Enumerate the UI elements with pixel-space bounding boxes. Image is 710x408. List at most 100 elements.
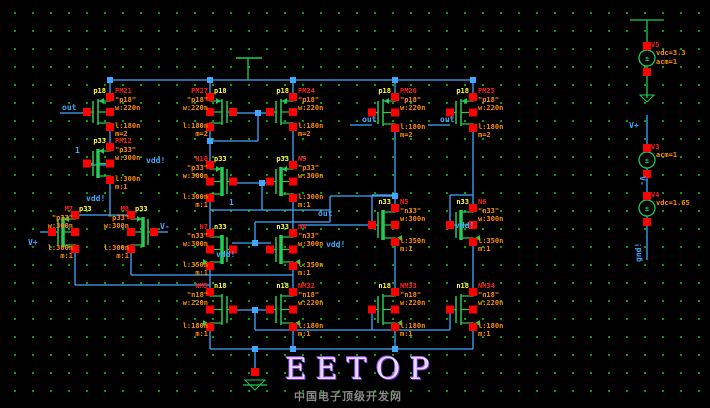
pin-terminal[interactable]: [391, 305, 399, 314]
pin-terminal[interactable]: [266, 108, 274, 116]
pin-terminal[interactable]: [368, 108, 376, 117]
pin-terminal[interactable]: [469, 238, 477, 246]
pin-terminal[interactable]: [206, 194, 214, 202]
pin-terminal[interactable]: [127, 245, 135, 253]
multiplier-param: m:1: [298, 269, 311, 277]
multiplier-param: m:1: [400, 245, 413, 253]
pin-terminal[interactable]: [206, 108, 214, 116]
pin-terminal[interactable]: [446, 108, 454, 117]
pin-terminal[interactable]: [266, 245, 274, 254]
pin-terminal[interactable]: [289, 245, 297, 254]
pin-terminal[interactable]: [251, 368, 259, 376]
pin-terminal[interactable]: [229, 108, 237, 116]
pin-terminal[interactable]: [206, 161, 214, 169]
pin-terminal[interactable]: [643, 68, 651, 76]
pin-terminal[interactable]: [391, 93, 399, 101]
pin-terminal[interactable]: [206, 288, 214, 296]
pin-terminal[interactable]: [446, 305, 454, 314]
pin-terminal[interactable]: [206, 229, 214, 237]
pin-terminal[interactable]: [469, 93, 477, 101]
transistor-arrow-icon: [203, 259, 208, 265]
width-param: w:220n: [298, 104, 323, 112]
pin-terminal[interactable]: [266, 305, 274, 314]
pin-terminal[interactable]: [643, 218, 651, 226]
instance-name: M7: [65, 205, 73, 213]
width-param: w:300n: [298, 172, 323, 180]
pin-terminal[interactable]: [469, 124, 477, 132]
pin-terminal[interactable]: [206, 262, 214, 270]
pin-terminal[interactable]: [229, 305, 237, 314]
pin-terminal[interactable]: [289, 161, 297, 169]
cell-name: n33: [456, 198, 469, 206]
pin-terminal[interactable]: [391, 204, 399, 212]
pin-terminal[interactable]: [643, 42, 651, 50]
pin-terminal[interactable]: [391, 124, 399, 132]
pin-terminal[interactable]: [127, 228, 135, 236]
pin-terminal[interactable]: [127, 211, 135, 219]
pin-terminal[interactable]: [229, 245, 237, 254]
length-param: l:180n: [115, 122, 140, 130]
length-param: l:350n: [183, 261, 208, 269]
pin-terminal[interactable]: [391, 238, 399, 246]
pin-terminal[interactable]: [206, 123, 214, 131]
pin-terminal[interactable]: [469, 204, 477, 212]
pin-terminal[interactable]: [106, 123, 114, 131]
pin-terminal[interactable]: [71, 211, 79, 219]
pin-terminal[interactable]: [368, 305, 376, 314]
pin-terminal[interactable]: [48, 228, 56, 236]
pin-terminal[interactable]: [391, 108, 399, 117]
cell-name: n18: [214, 282, 227, 290]
model-param: "p33": [52, 214, 73, 222]
pin-terminal[interactable]: [289, 323, 297, 331]
pin-terminal[interactable]: [106, 108, 114, 116]
pin-terminal[interactable]: [289, 194, 297, 202]
pin-terminal[interactable]: [206, 93, 214, 101]
pin-terminal[interactable]: [469, 305, 477, 314]
pin-terminal[interactable]: [150, 228, 158, 236]
pin-terminal[interactable]: [206, 245, 214, 254]
pin-terminal[interactable]: [289, 262, 297, 270]
pin-terminal[interactable]: [643, 170, 651, 178]
pin-terminal[interactable]: [469, 323, 477, 331]
pin-terminal[interactable]: [106, 159, 114, 168]
transistor-arrow-icon: [397, 235, 402, 241]
cell-name: n33: [378, 198, 391, 206]
pin-terminal[interactable]: [71, 245, 79, 253]
pin-terminal[interactable]: [206, 323, 214, 331]
pin-terminal[interactable]: [289, 288, 297, 296]
pin-terminal[interactable]: [289, 305, 297, 314]
pin-terminal[interactable]: [83, 159, 91, 168]
cell-name: p18: [456, 87, 469, 95]
pin-terminal[interactable]: [229, 177, 237, 186]
pin-terminal[interactable]: [469, 221, 477, 229]
pin-terminal[interactable]: [368, 221, 376, 229]
pin-terminal[interactable]: [469, 108, 477, 117]
source-param: acm=1: [656, 151, 677, 159]
pin-terminal[interactable]: [266, 177, 274, 186]
pin-terminal[interactable]: [391, 221, 399, 229]
pin-terminal[interactable]: [106, 143, 114, 151]
pin-terminal[interactable]: [206, 177, 214, 186]
pin-terminal[interactable]: [289, 93, 297, 101]
pin-terminal[interactable]: [469, 288, 477, 296]
pin-terminal[interactable]: [206, 305, 214, 314]
pin-terminal[interactable]: [71, 228, 79, 236]
pin-terminal[interactable]: [446, 221, 454, 229]
pin-terminal[interactable]: [106, 93, 114, 101]
pin-terminal[interactable]: [106, 176, 114, 184]
pin-terminal[interactable]: [643, 144, 651, 152]
pin-terminal[interactable]: [289, 177, 297, 186]
pin-terminal[interactable]: [289, 108, 297, 116]
cell-name: p33: [79, 205, 92, 213]
pin-terminal[interactable]: [289, 229, 297, 237]
width-param: w:300n: [104, 222, 129, 230]
pin-terminal[interactable]: [643, 192, 651, 200]
net-label-vdd: vdd!: [326, 240, 345, 249]
pin-terminal[interactable]: [391, 323, 399, 331]
pin-terminal[interactable]: [83, 108, 91, 116]
multiplier-param: m:1: [115, 183, 128, 191]
pin-terminal[interactable]: [391, 288, 399, 296]
pin-terminal[interactable]: [289, 123, 297, 131]
